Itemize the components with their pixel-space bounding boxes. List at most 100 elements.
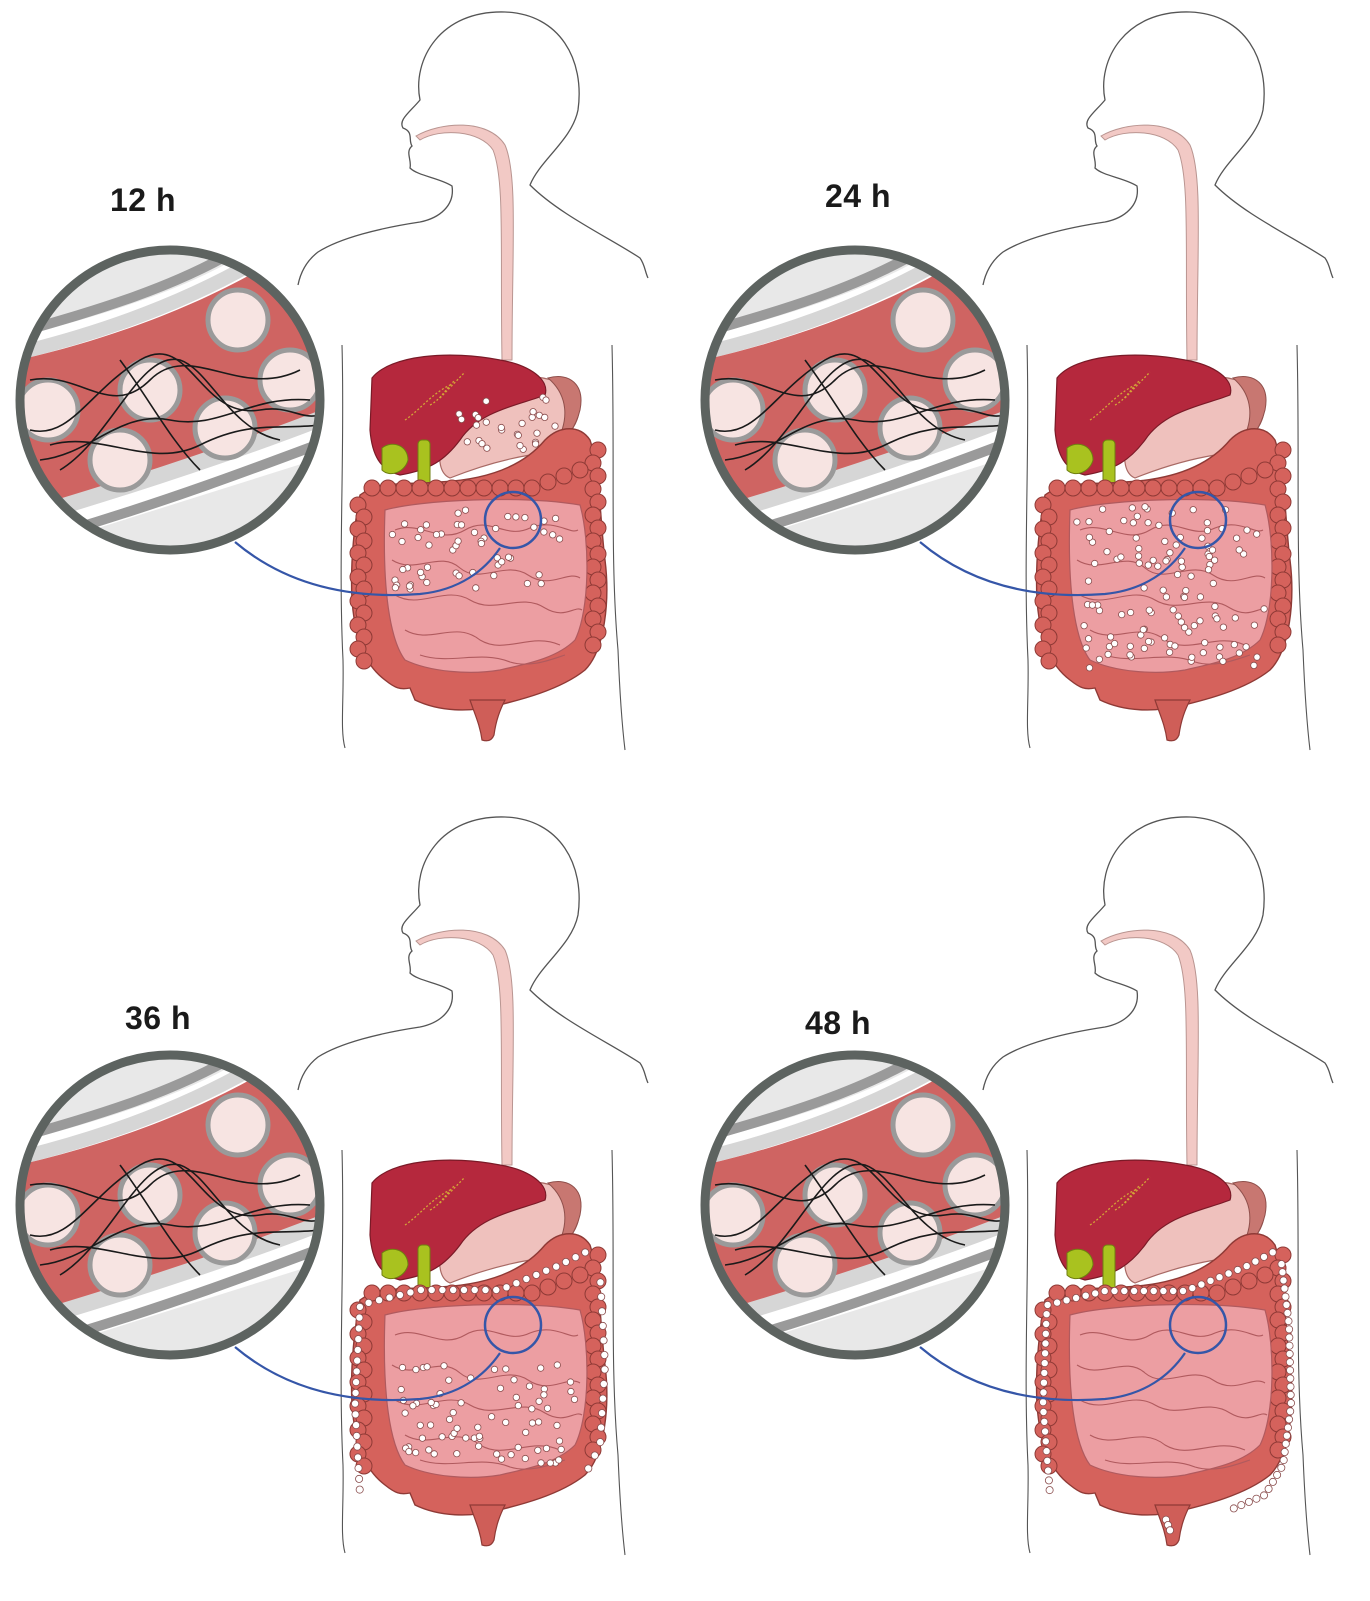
small-intestine-particle xyxy=(544,1405,550,1411)
small-intestine-particle xyxy=(1086,519,1092,525)
small-intestine-particle xyxy=(1231,641,1237,647)
colon-particle xyxy=(1041,1360,1048,1367)
left-torso-line xyxy=(341,1150,345,1553)
stomach-particle xyxy=(543,397,549,403)
colon-particle xyxy=(1282,1440,1289,1447)
small-intestine-particle xyxy=(493,525,499,531)
small-intestine-particle xyxy=(1145,562,1151,568)
small-intestine-particle xyxy=(1254,531,1260,537)
colon-particle xyxy=(365,1299,372,1306)
colon-particle xyxy=(597,1439,604,1446)
small-intestine-particle xyxy=(1209,547,1215,553)
colon-particle xyxy=(599,1322,606,1329)
small-intestine-particle xyxy=(571,1396,577,1402)
colon-particle xyxy=(1269,1478,1276,1485)
small-intestine-particle xyxy=(410,1403,416,1409)
small-intestine-particle xyxy=(1173,542,1179,548)
small-intestine-particle xyxy=(1130,520,1136,526)
small-intestine-particle xyxy=(1092,560,1098,566)
small-intestine-particle xyxy=(1166,649,1172,655)
inset-particle xyxy=(90,430,150,490)
colon-particle xyxy=(407,1289,414,1296)
colon-particle xyxy=(1265,1485,1272,1492)
small-intestine-particle xyxy=(1236,547,1242,553)
small-intestine-particle xyxy=(550,532,556,538)
colon-particle xyxy=(1280,1457,1287,1464)
colon-particle xyxy=(553,1263,560,1270)
colon-particle xyxy=(598,1410,605,1417)
time-label-48h: 48 h xyxy=(805,1005,871,1042)
small-intestine-particle xyxy=(473,585,479,591)
small-intestine-particle xyxy=(1127,643,1133,649)
haustra-top xyxy=(1049,480,1065,496)
colon-particle xyxy=(471,1286,478,1293)
head-back-outline xyxy=(505,12,648,278)
small-intestine-particle xyxy=(1161,635,1167,641)
small-intestine-particle xyxy=(531,524,537,530)
small-intestine-particle xyxy=(1188,573,1194,579)
small-intestine-particle xyxy=(1111,640,1117,646)
small-intestine-particle xyxy=(522,1455,528,1461)
head-back-outline xyxy=(505,817,648,1083)
colon-particle xyxy=(1245,1498,1252,1505)
colon-particle xyxy=(1252,1258,1259,1265)
colon-particle xyxy=(1230,1505,1237,1512)
small-intestine-particle xyxy=(1191,622,1197,628)
small-intestine-particle xyxy=(1145,520,1151,526)
small-intestine-particle xyxy=(1136,545,1142,551)
colon-particle xyxy=(1170,1287,1177,1294)
small-intestine-particle xyxy=(523,1429,529,1435)
colon-particle xyxy=(1092,1290,1099,1297)
colon-particle xyxy=(353,1368,360,1375)
colon-particle xyxy=(1042,1428,1049,1435)
colon-particle xyxy=(1041,1418,1048,1425)
haustra-top xyxy=(1209,1285,1225,1301)
colon-particle xyxy=(450,1286,457,1293)
inset-particle xyxy=(893,1095,953,1155)
left-torso-line xyxy=(1026,1150,1030,1553)
haustra-top xyxy=(1257,1267,1273,1283)
small-intestine-particle xyxy=(1146,607,1152,613)
small-intestine-particle xyxy=(1210,580,1216,586)
stomach-particle xyxy=(483,398,489,404)
small-intestine-particle xyxy=(1086,534,1092,540)
small-intestine-particle xyxy=(1133,535,1139,541)
colon-particle xyxy=(601,1366,608,1373)
colon-particle xyxy=(1286,1334,1293,1341)
haustra-top xyxy=(572,462,588,478)
stomach-particle xyxy=(534,430,540,436)
small-intestine-particle xyxy=(463,1435,469,1441)
small-intestine-particle xyxy=(455,510,461,516)
colon-particle xyxy=(1189,1285,1196,1292)
small-intestine-particle xyxy=(543,1445,549,1451)
small-intestine-particle xyxy=(1197,618,1203,624)
right-torso-line xyxy=(1297,345,1310,750)
small-intestine-particle xyxy=(1105,651,1111,657)
left-torso-line xyxy=(1026,345,1030,748)
small-intestine-particle xyxy=(1127,652,1133,658)
small-intestine-particle xyxy=(1160,587,1166,593)
small-intestine-particle xyxy=(491,572,497,578)
small-intestine-particle xyxy=(400,566,406,572)
small-intestine-particle xyxy=(568,1388,574,1394)
haustra-top xyxy=(428,480,444,496)
colon-particle xyxy=(1278,1464,1285,1471)
panel-24h-illustration xyxy=(685,0,1370,796)
small-intestine-particle xyxy=(1236,650,1242,656)
colon-particle xyxy=(533,1271,540,1278)
small-intestine-particle xyxy=(556,1457,562,1463)
colon-particle xyxy=(1198,1281,1205,1288)
small-intestine-particle xyxy=(419,1435,425,1441)
colon-particle xyxy=(600,1380,607,1387)
inset-particle xyxy=(775,1235,835,1295)
colon-particle xyxy=(352,1400,359,1407)
haustra-top xyxy=(380,480,396,496)
small-intestine-particle xyxy=(1145,638,1151,644)
small-intestine-particle xyxy=(456,573,462,579)
small-intestine-particle xyxy=(1197,594,1203,600)
small-intestine-particle xyxy=(1096,656,1102,662)
colon-particle xyxy=(460,1286,467,1293)
colon-particle xyxy=(1140,1287,1147,1294)
small-intestine-particle xyxy=(1136,560,1142,566)
small-intestine-particle xyxy=(402,1410,408,1416)
